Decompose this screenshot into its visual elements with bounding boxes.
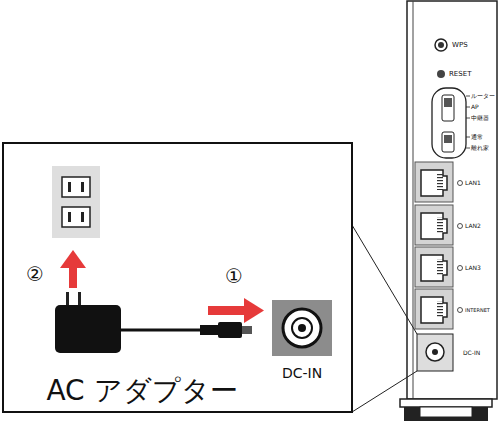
- switch-label: 離れ家: [471, 145, 489, 151]
- switch-label: AP: [471, 104, 479, 110]
- ac-adapter: [55, 292, 252, 353]
- switch-label: ルーター: [471, 93, 495, 99]
- port-label: DC-IN: [463, 350, 480, 356]
- port-label: INTERNET: [465, 308, 490, 313]
- switch-label: 中継器: [471, 115, 489, 121]
- router: [400, 1, 497, 421]
- port-label: DC-IN: [282, 366, 322, 380]
- callout-number: ①: [225, 266, 243, 286]
- port-label: LAN1: [465, 180, 481, 186]
- switch-label: 通常: [471, 134, 483, 140]
- callout-box: [3, 143, 352, 412]
- callout-number: ②: [26, 264, 44, 284]
- button-label: WPS: [452, 42, 468, 49]
- wall-outlet: [52, 166, 100, 238]
- port-label: LAN2: [465, 223, 481, 229]
- port-label: LAN3: [465, 265, 481, 271]
- part-name: AC アダプター: [46, 377, 237, 405]
- button-label: RESET: [449, 71, 471, 78]
